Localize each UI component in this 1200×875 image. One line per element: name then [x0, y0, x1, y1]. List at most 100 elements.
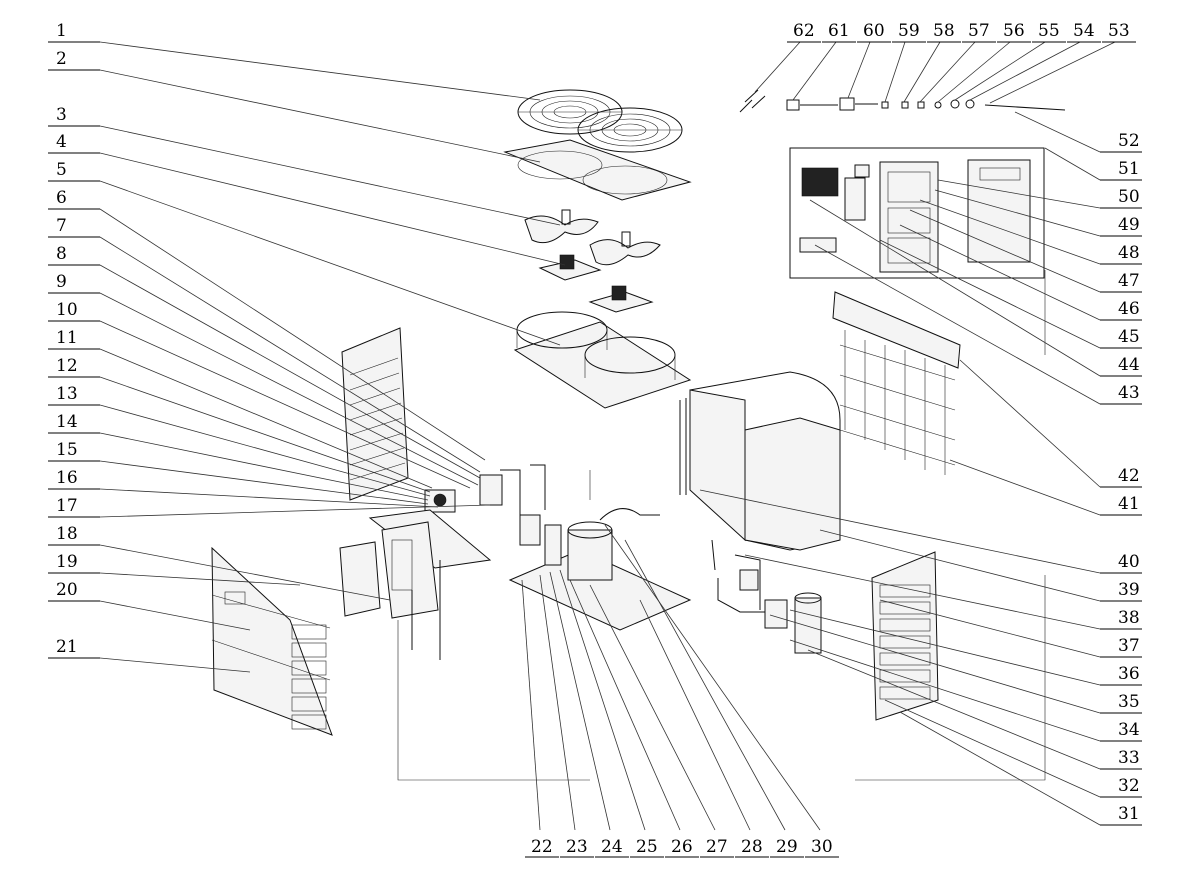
part-label-25: 25 [630, 837, 664, 858]
part-number: 10 [56, 300, 78, 320]
part-number: 37 [1118, 636, 1140, 656]
fan-guard-part [517, 89, 683, 153]
part-label-22: 22 [525, 837, 559, 858]
part-label-3: 3 [48, 105, 100, 127]
part-label-29: 29 [770, 837, 804, 858]
part-number: 18 [56, 524, 78, 544]
part-number: 28 [741, 837, 763, 857]
part-label-33: 33 [1100, 748, 1142, 770]
part-label-46: 46 [1100, 299, 1142, 321]
part-label-14: 14 [48, 412, 100, 434]
part-label-5: 5 [48, 160, 100, 182]
part-number: 36 [1118, 664, 1140, 684]
part-label-30: 30 [805, 837, 839, 858]
part-label-4: 4 [48, 132, 100, 154]
part-label-44: 44 [1100, 355, 1142, 377]
part-number: 57 [968, 21, 990, 41]
part-number: 62 [793, 21, 815, 41]
part-label-1: 1 [48, 21, 100, 43]
part-label-28: 28 [735, 837, 769, 858]
part-number: 1 [56, 21, 67, 41]
part-number: 55 [1038, 21, 1060, 41]
part-label-62: 62 [787, 21, 821, 43]
part-number: 9 [56, 272, 67, 292]
part-number: 21 [56, 637, 78, 657]
part-label-36: 36 [1100, 664, 1142, 686]
part-number-labels: 1234567891011121314151617181920215251504… [48, 21, 1142, 858]
part-number: 58 [933, 21, 955, 41]
part-number: 24 [601, 837, 623, 857]
part-label-27: 27 [700, 837, 734, 858]
part-label-2: 2 [48, 49, 100, 71]
part-label-48: 48 [1100, 243, 1142, 265]
part-number: 59 [898, 21, 920, 41]
part-label-52: 52 [1100, 131, 1142, 153]
part-number: 46 [1118, 299, 1140, 319]
part-number: 38 [1118, 608, 1140, 628]
fan-shroud-part [513, 311, 692, 409]
part-number: 54 [1073, 21, 1095, 41]
part-label-12: 12 [48, 356, 100, 378]
part-number: 25 [636, 837, 658, 857]
part-number: 56 [1003, 21, 1025, 41]
part-label-43: 43 [1100, 383, 1142, 405]
part-label-26: 26 [665, 837, 699, 858]
part-label-11: 11 [48, 328, 100, 350]
part-label-35: 35 [1100, 692, 1142, 714]
part-label-6: 6 [48, 188, 100, 210]
part-number: 13 [56, 384, 78, 404]
part-label-34: 34 [1100, 720, 1142, 742]
part-label-20: 20 [48, 580, 100, 602]
part-label-19: 19 [48, 552, 100, 574]
part-label-37: 37 [1100, 636, 1142, 658]
top-cover-part [503, 139, 692, 201]
front-panel-part [211, 546, 333, 736]
part-number: 34 [1118, 720, 1140, 740]
part-number: 23 [566, 837, 588, 857]
part-label-7: 7 [48, 216, 100, 238]
part-label-61: 61 [822, 21, 856, 43]
part-number: 45 [1118, 327, 1140, 347]
part-number: 33 [1118, 748, 1140, 768]
part-number: 44 [1118, 355, 1140, 375]
part-number: 6 [56, 188, 67, 208]
part-label-58: 58 [927, 21, 961, 43]
part-label-15: 15 [48, 440, 100, 462]
part-label-47: 47 [1100, 271, 1142, 293]
part-number: 31 [1118, 804, 1140, 824]
part-number: 5 [56, 160, 67, 180]
part-number: 16 [56, 468, 78, 488]
part-number: 11 [56, 328, 78, 348]
part-number: 51 [1118, 159, 1140, 179]
part-label-50: 50 [1100, 187, 1142, 209]
part-label-54: 54 [1067, 21, 1101, 43]
part-number: 48 [1118, 243, 1140, 263]
parts-drawing [211, 89, 1066, 781]
part-label-60: 60 [857, 21, 891, 43]
part-number: 30 [811, 837, 833, 857]
part-number: 35 [1118, 692, 1140, 712]
part-number: 15 [56, 440, 78, 460]
part-number: 61 [828, 21, 850, 41]
part-number: 7 [56, 216, 67, 236]
part-label-10: 10 [48, 300, 100, 322]
part-number: 8 [56, 244, 67, 264]
fan-motor-part [524, 209, 661, 313]
part-number: 32 [1118, 776, 1140, 796]
part-label-32: 32 [1100, 776, 1142, 798]
base-compressor-part [508, 508, 692, 631]
part-number: 39 [1118, 580, 1140, 600]
part-label-18: 18 [48, 524, 100, 546]
part-number: 26 [671, 837, 693, 857]
valve-assembly-part [424, 464, 546, 520]
part-number: 50 [1118, 187, 1140, 207]
leader-lines [99, 41, 1116, 831]
part-label-59: 59 [892, 21, 926, 43]
part-number: 49 [1118, 215, 1140, 235]
part-number: 53 [1108, 21, 1130, 41]
part-number: 3 [56, 105, 67, 125]
control-box-part [789, 147, 1045, 279]
part-number: 42 [1118, 466, 1140, 486]
part-label-49: 49 [1100, 215, 1142, 237]
